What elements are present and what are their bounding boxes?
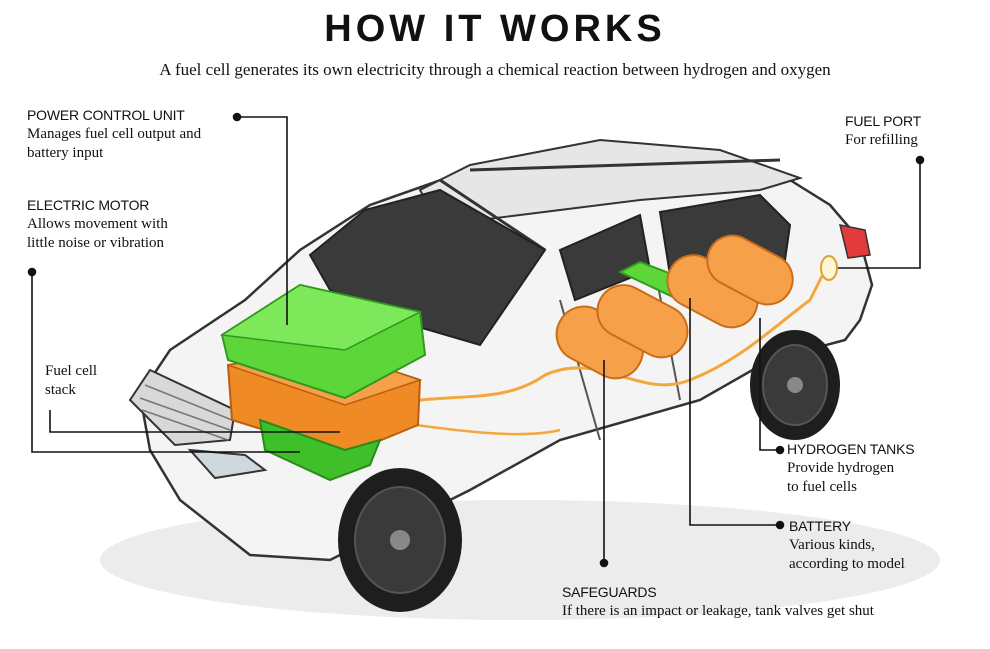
leader-safeguards — [599, 360, 609, 568]
hydrogen-tanks — [555, 234, 794, 380]
hydrogen-pipe — [419, 275, 824, 402]
electric-motor-name: ELECTRIC MOTOR — [27, 197, 150, 213]
page-title: HOW IT WORKS — [324, 8, 666, 50]
leader-power-control-unit — [232, 112, 288, 325]
battery-desc-1: Various kinds, — [789, 537, 875, 553]
fuel-port — [820, 255, 838, 281]
hydrogen-tanks-desc-1: Provide hydrogen — [787, 460, 895, 476]
leader-electric-motor — [27, 267, 300, 453]
label-fuel-port: FUEL PORT For refilling — [845, 112, 921, 150]
label-hydrogen-tanks: HYDROGEN TANKS Provide hydrogen to fuel … — [787, 440, 915, 497]
power-control-unit-desc-1: Manages fuel cell output and — [27, 126, 202, 142]
electric-motor-desc-1: Allows movement with — [27, 216, 168, 232]
page-subtitle: A fuel cell generates its own electricit… — [159, 60, 831, 79]
battery-name: BATTERY — [789, 518, 851, 534]
safeguards-name: SAFEGUARDS — [562, 584, 657, 600]
label-power-control-unit: POWER CONTROL UNIT Manages fuel cell out… — [27, 106, 201, 163]
tank-4 — [706, 234, 794, 306]
fuel-cell-stack-desc-1: Fuel cell — [45, 363, 98, 379]
electric-motor — [258, 418, 382, 482]
tail-light — [838, 224, 871, 259]
battery-desc-2: according to model — [789, 556, 905, 572]
tank-2 — [596, 284, 689, 359]
hydrogen-tanks-desc-2: to fuel cells — [787, 479, 857, 495]
leader-fuel-port — [838, 155, 925, 269]
power-control-unit-name: POWER CONTROL UNIT — [27, 107, 185, 123]
safeguards-desc-1: If there is an impact or leakage, tank v… — [562, 603, 874, 619]
label-safeguards: SAFEGUARDS If there is an impact or leak… — [562, 583, 874, 621]
headlight — [187, 448, 268, 480]
fuel-cell-stack-desc-2: stack — [45, 382, 76, 398]
leader-battery — [689, 298, 785, 530]
rear-wheel — [750, 330, 840, 440]
leader-fuel-cell-stack — [49, 410, 340, 433]
grille-slats — [139, 384, 233, 441]
fuel-port-name: FUEL PORT — [845, 113, 921, 129]
power-control-unit-top — [219, 284, 423, 351]
label-fuel-cell-stack: Fuel cell stack — [45, 362, 97, 400]
electric-motor-desc-2: little noise or vibration — [27, 235, 165, 251]
roof-rail-rear — [469, 158, 781, 172]
power-control-unit-desc-2: battery input — [27, 145, 104, 161]
hydrogen-tanks-name: HYDROGEN TANKS — [787, 441, 915, 457]
label-electric-motor: ELECTRIC MOTOR Allows movement with litt… — [27, 196, 168, 253]
front-wheel — [338, 468, 462, 612]
fuel-port-desc-1: For refilling — [845, 132, 918, 148]
leader-hydrogen-tanks — [759, 318, 785, 455]
leader-lines — [27, 112, 925, 568]
label-battery: BATTERY Various kinds, according to mode… — [789, 517, 905, 574]
